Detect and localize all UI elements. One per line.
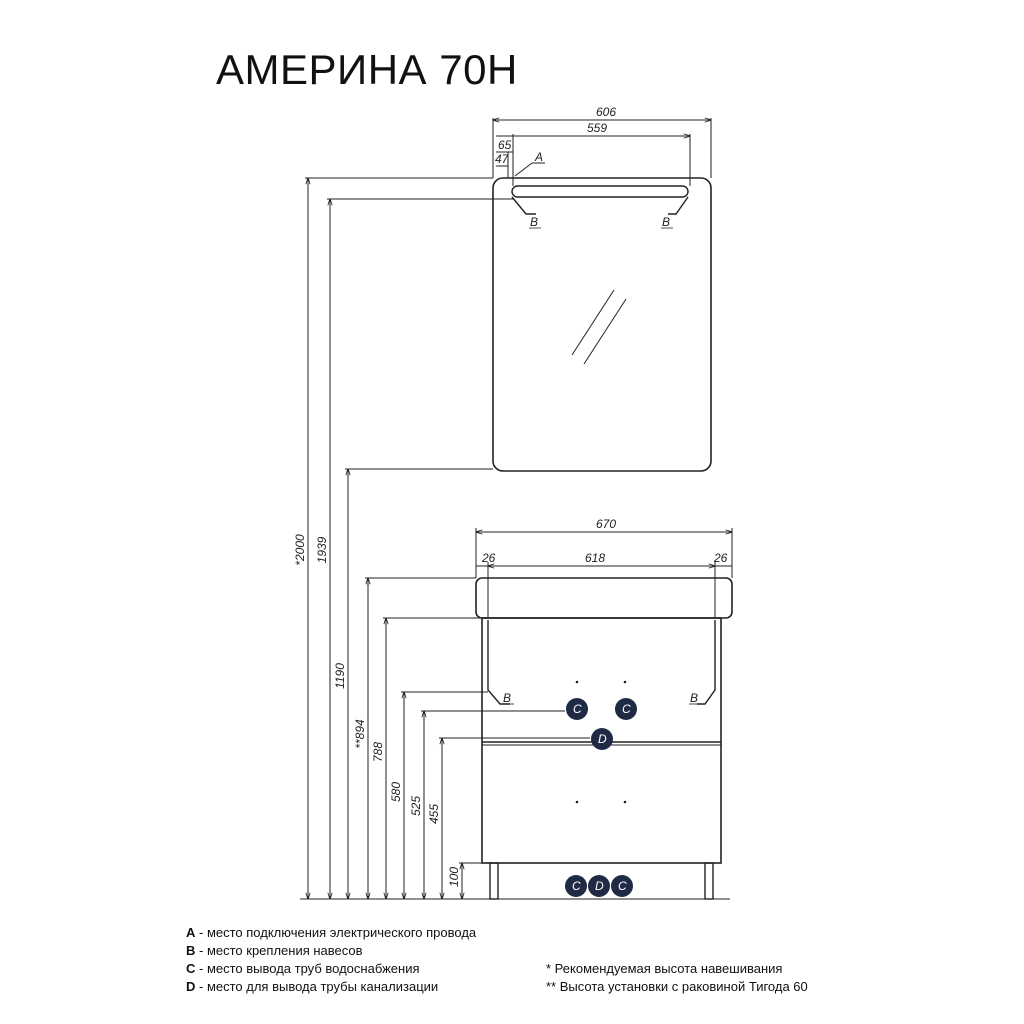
legend-item-c: C - место вывода труб водоснабжения — [186, 961, 420, 976]
legend-text-b: - место крепления навесов — [195, 943, 363, 958]
svg-text:C: C — [572, 879, 581, 893]
mirror-outline — [492, 177, 712, 472]
dim-height-455: 455 — [427, 804, 441, 824]
note-recommended-height: * Рекомендуемая высота навешивания — [546, 961, 783, 976]
marker-b-mirror-right: B — [662, 215, 670, 229]
legend-key-a: A — [186, 925, 196, 940]
legend-key-b: B — [186, 943, 196, 958]
dim-cabinet-width: 670 — [596, 517, 616, 531]
svg-text:C: C — [618, 879, 627, 893]
svg-text:D: D — [595, 879, 604, 893]
marker-b-cabinet-right: B — [690, 691, 698, 705]
mirror-glare-2 — [583, 298, 627, 365]
note-installation-height: ** Высота установки с раковиной Тигода 6… — [546, 979, 808, 994]
marker-d-floor: D — [588, 875, 610, 897]
dim-height-1190: 1190 — [333, 663, 347, 689]
legend-text-c: - место вывода труб водоснабжения — [195, 961, 420, 976]
cabinet-leg-left — [489, 862, 499, 900]
dim-height-894: **894 — [353, 719, 367, 749]
legend-key-d: D — [186, 979, 196, 994]
legend-text-d: - место для вывода трубы канализации — [195, 979, 439, 994]
dim-offset-47: 47 — [495, 152, 510, 166]
dim-mirror-width: 606 — [596, 105, 616, 119]
marker-b-mirror-left: B — [530, 215, 538, 229]
cabinet-hanger-right — [697, 620, 716, 705]
dim-cabinet-side-right: 26 — [713, 551, 728, 565]
dim-height-100: 100 — [447, 867, 461, 887]
cabinet-top — [475, 577, 733, 619]
mirror-hanger-right — [668, 196, 689, 215]
dim-cabinet-side-left: 26 — [481, 551, 496, 565]
dim-cabinet-inner-width: 618 — [585, 551, 605, 565]
marker-d-wall: D — [591, 728, 613, 750]
dim-height-525: 525 — [409, 796, 423, 816]
marker-c-floor-left: C — [565, 875, 587, 897]
dim-height-580: 580 — [389, 782, 403, 802]
dim-offset-65: 65 — [498, 138, 512, 152]
legend-key-c: C — [186, 961, 196, 976]
dim-height-1939: 1939 — [315, 536, 329, 563]
svg-text:C: C — [573, 702, 582, 716]
marker-c-right: C — [615, 698, 637, 720]
legend-item-a: A - место подключения электрического про… — [186, 925, 476, 940]
marker-b-cabinet-left: B — [503, 691, 511, 705]
drawing-title: АМЕРИНА 70Н — [216, 46, 518, 93]
svg-text:C: C — [622, 702, 631, 716]
legend-item-d: D - место для вывода трубы канализации — [186, 979, 438, 994]
dim-height-788: 788 — [371, 742, 385, 762]
mirror-glare-1 — [571, 289, 615, 356]
cabinet-leg-right — [704, 862, 714, 900]
legend-text-a: - место подключения электрического прово… — [195, 925, 477, 940]
mount-dots — [575, 680, 627, 804]
marker-c-floor-right: C — [611, 875, 633, 897]
dim-mirror-inner-width: 559 — [587, 121, 607, 135]
marker-c-left: C — [566, 698, 588, 720]
marker-a-mirror: A — [534, 150, 543, 164]
legend-item-b: B - место крепления навесов — [186, 943, 363, 958]
dim-height-2000: *2000 — [293, 534, 307, 566]
mirror-light-strip — [511, 185, 689, 198]
cabinet-body — [481, 617, 722, 864]
svg-text:D: D — [598, 732, 607, 746]
mirror-hanger-left — [511, 196, 536, 215]
